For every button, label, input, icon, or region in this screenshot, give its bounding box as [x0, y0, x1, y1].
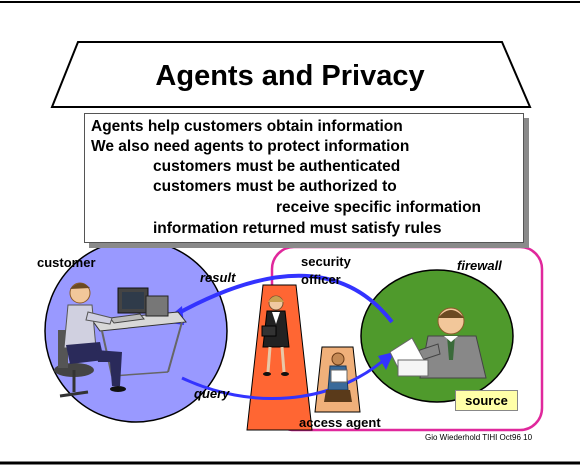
access-agent-illustration	[324, 352, 352, 402]
source-person-illustration	[389, 307, 487, 379]
security-officer-illustration	[261, 295, 290, 376]
label-access-agent: access agent	[299, 415, 381, 430]
page-title: Agents and Privacy	[155, 60, 425, 92]
security-officer-trapezoid	[246, 284, 313, 431]
label-security: security	[301, 254, 351, 269]
label-result: result	[200, 270, 236, 285]
bullet-line-3: customers must be authenticated	[153, 158, 401, 175]
bullet-line-4: customers must be authorized to	[153, 178, 397, 195]
label-query: query	[194, 386, 230, 401]
label-firewall: firewall	[457, 258, 502, 273]
result-arrow	[174, 273, 394, 324]
query-arrowhead	[378, 352, 394, 370]
title-banner	[50, 41, 532, 108]
bullet-line-5: receive specific information	[276, 199, 482, 216]
bullet-line-2: We also need agents to protect informati…	[91, 138, 410, 155]
label-officer: officer	[301, 272, 341, 287]
bullet-line-6: information returned must satisfy rules	[153, 220, 442, 237]
customer-at-computer-illustration	[54, 282, 187, 398]
bullet-text-box: Agents help customers obtain information…	[84, 113, 524, 243]
query-arrow	[181, 358, 385, 401]
footer-credit: Gio Wiederhold TIHI Oct96 10	[425, 433, 533, 442]
label-customer: customer	[37, 255, 96, 270]
label-source: source	[455, 390, 518, 411]
bullet-line-1: Agents help customers obtain information	[91, 118, 403, 135]
